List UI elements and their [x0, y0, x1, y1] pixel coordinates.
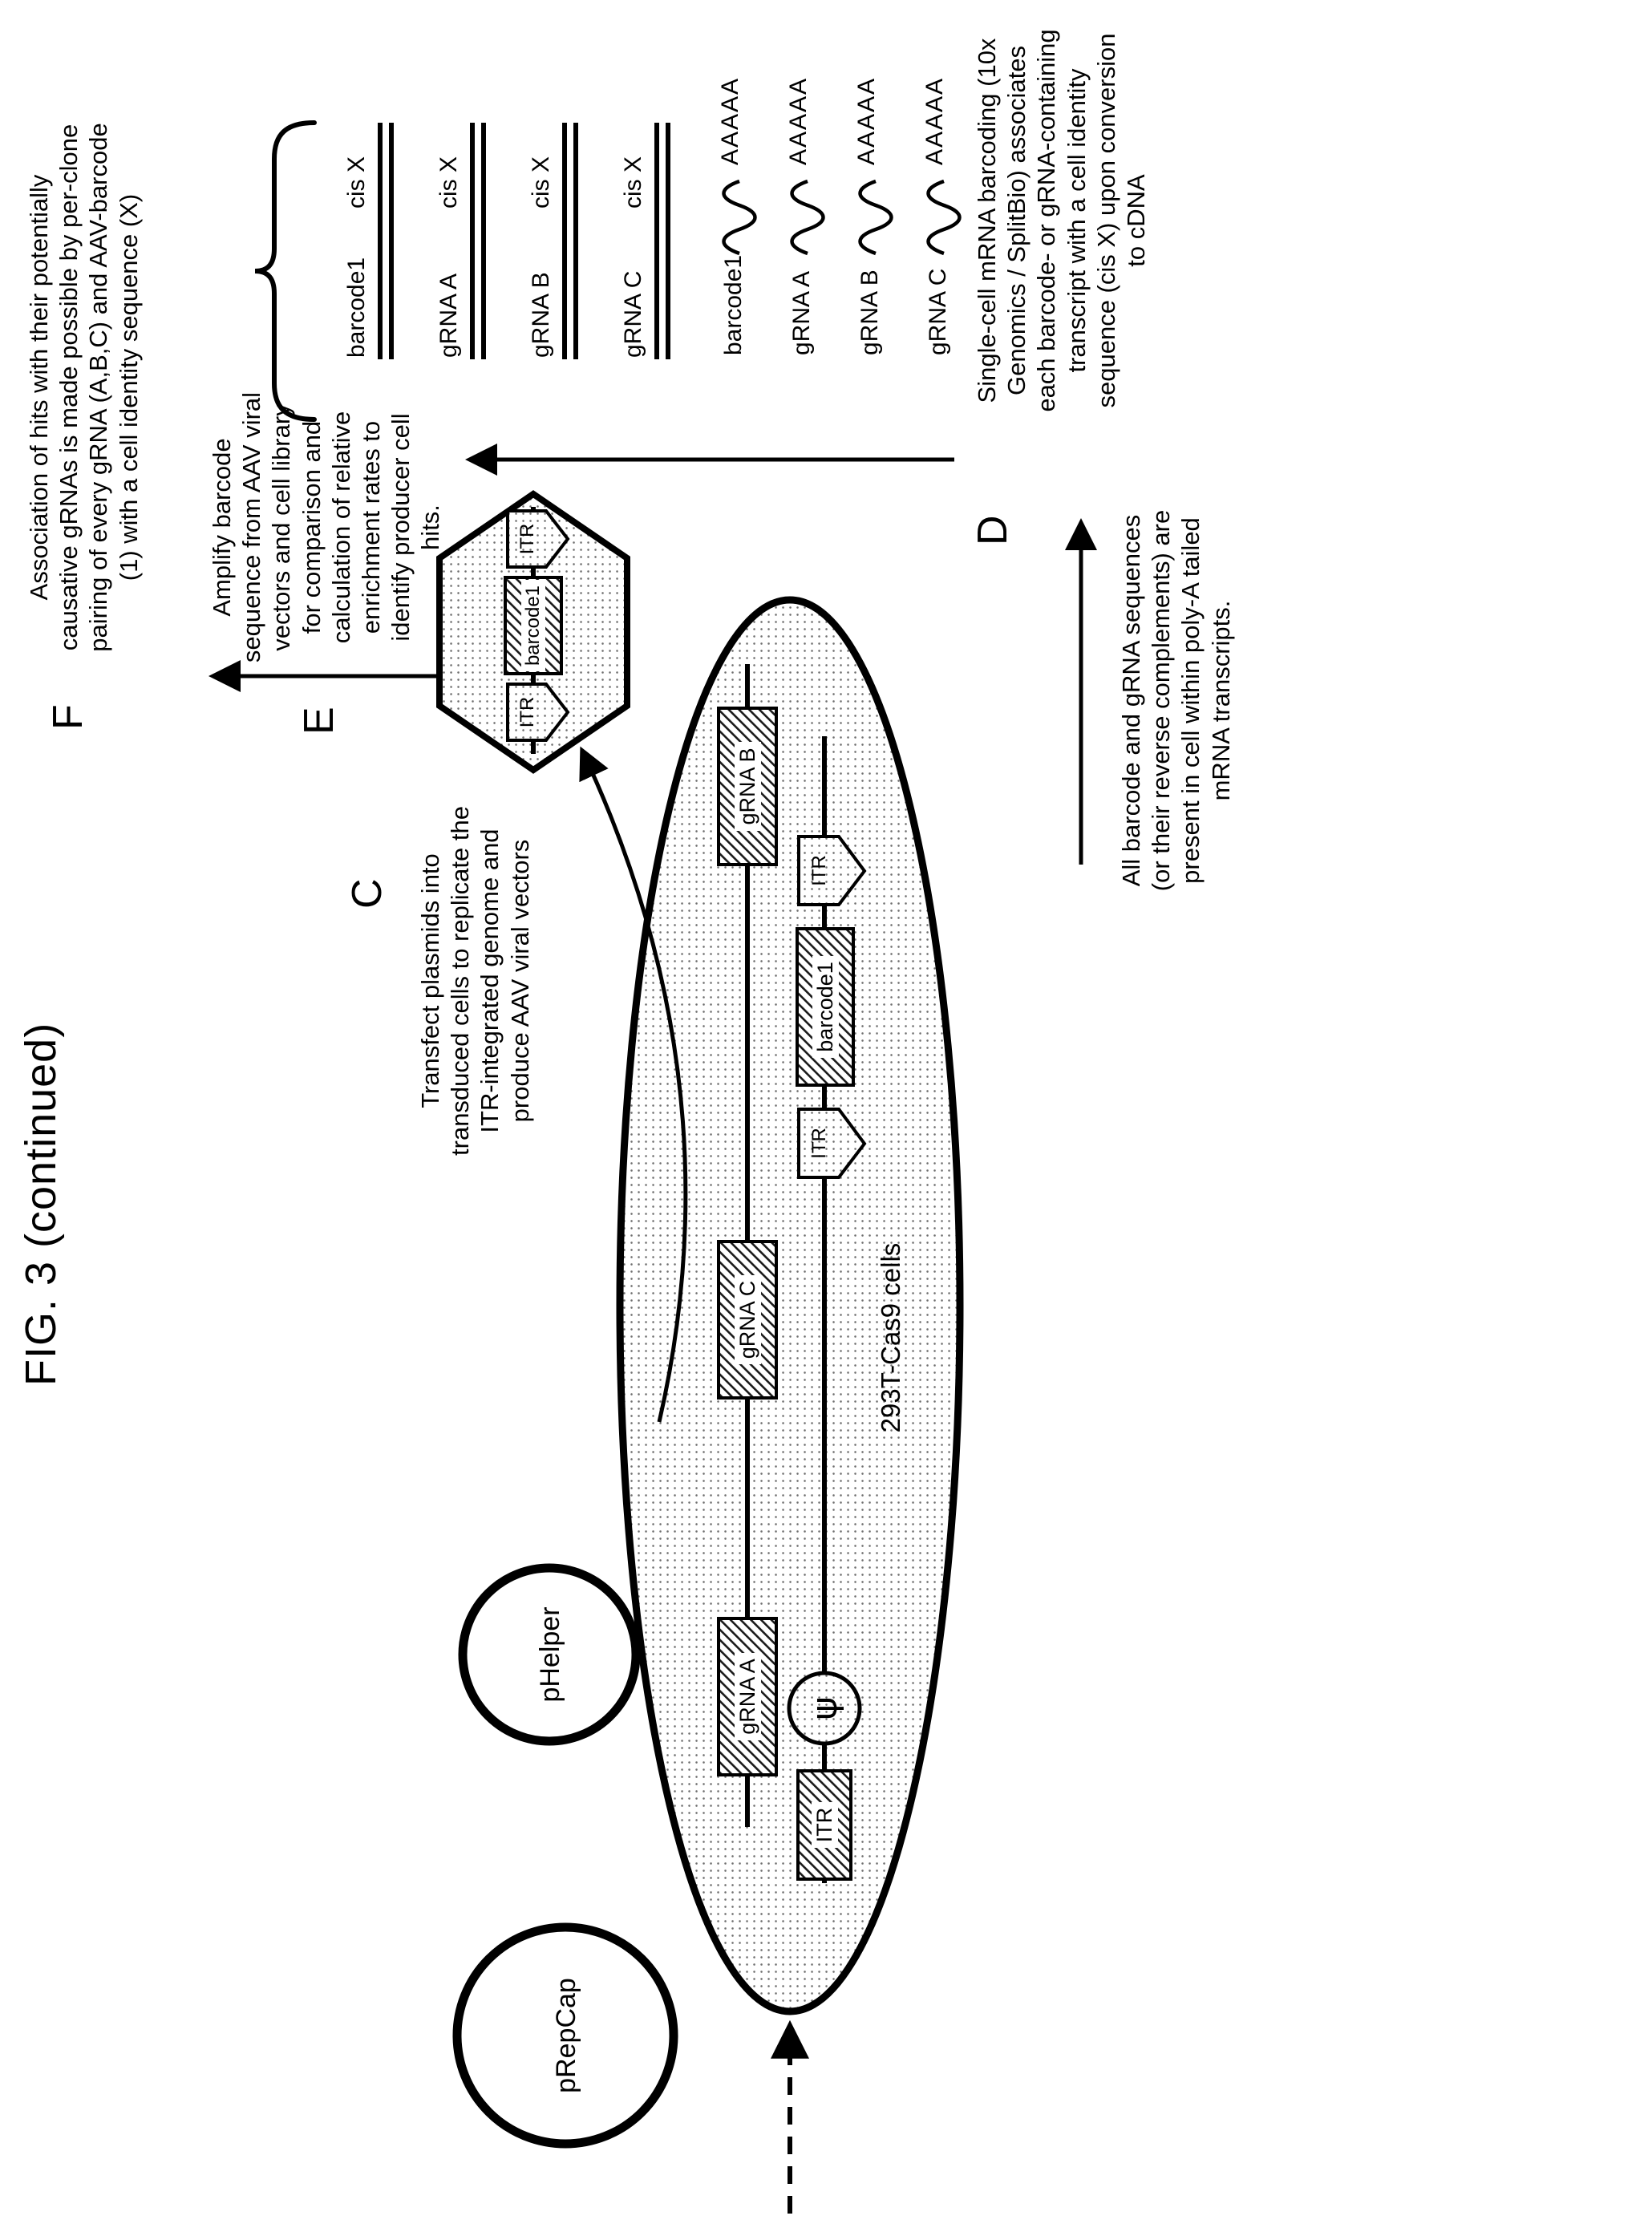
- aav-barcode-label: barcode1: [505, 577, 561, 674]
- grna-c-label: gRNA C: [719, 1242, 776, 1398]
- figure-label: FIG. 3 (continued): [17, 1022, 65, 1386]
- duplex-name: gRNA C: [620, 270, 646, 358]
- transcript-tail: AAAAA: [921, 76, 948, 165]
- transcript-name: barcode1: [720, 254, 747, 355]
- duplex-tag: cis X: [528, 156, 554, 209]
- transcripts-note-text: All barcode and gRNA sequences (or their…: [1117, 509, 1235, 892]
- duplex-lines: [378, 123, 670, 359]
- cell-itr-left-label: ITR: [808, 1128, 830, 1159]
- grna-b-label: gRNA B: [719, 708, 776, 865]
- plasmid-repcap-circle: [452, 1922, 678, 2149]
- cell-itr-box-label: ITR: [798, 1771, 851, 1879]
- step-e-letter: E: [296, 707, 342, 735]
- aav-itr-left-pentagon: [506, 683, 570, 742]
- cell-itr-pentagon-right: [797, 835, 867, 906]
- cell-barcode-label: barcode1: [797, 929, 853, 1085]
- aav-itr-right-pentagon: [506, 509, 570, 569]
- plasmid-phelper-circle: [458, 1563, 641, 1746]
- aav-itr-right-label: ITR: [516, 523, 538, 555]
- duplex-name: barcode1: [343, 257, 370, 358]
- association-brace: [254, 120, 317, 422]
- mrna-squiggles: [722, 179, 962, 256]
- transcript-name: gRNA B: [856, 269, 883, 355]
- grna-a-label: gRNA A: [719, 1618, 776, 1775]
- duplex-tag: cis X: [620, 156, 646, 209]
- cell-ellipse: [616, 596, 964, 2015]
- aav-itr-left-label: ITR: [516, 696, 538, 728]
- plasmid-repcap-label: pRepCap: [551, 1978, 581, 2093]
- duplex-tag: cis X: [435, 156, 462, 209]
- step-d-letter: D: [970, 515, 1016, 545]
- step-e-text: Amplify barcode sequence from AAV viral …: [208, 391, 445, 663]
- plasmid-phelper-label: pHelper: [535, 1606, 565, 1703]
- step-f-letter: F: [45, 704, 91, 730]
- psi-label: ψ: [804, 1696, 845, 1720]
- step-c-letter: C: [344, 878, 391, 909]
- duplex-name: gRNA A: [435, 273, 462, 358]
- step-d-text: Single-cell mRNA barcoding (10x Genomics…: [973, 29, 1150, 412]
- cell-to-aav-arrow: [579, 746, 688, 1423]
- cell-itr-pentagon-left: [797, 1108, 867, 1179]
- duplex-name: gRNA B: [528, 272, 554, 358]
- step-f-text: Association of hits with their potential…: [25, 123, 143, 652]
- duplex-tag: cis X: [343, 156, 370, 209]
- transcript-name: gRNA A: [788, 270, 815, 355]
- step-c-text: Transfect plasmids into transduced cells…: [416, 806, 534, 1156]
- transcript-tail: AAAAA: [717, 76, 743, 165]
- transcript-tail: AAAAA: [853, 76, 880, 165]
- transcript-tail: AAAAA: [785, 76, 812, 165]
- cell-label: 293T-Cas9 cells: [876, 1242, 905, 1433]
- transcript-name: gRNA C: [925, 268, 951, 355]
- cell-itr-right-label: ITR: [808, 855, 830, 886]
- psi-circle: [787, 1671, 862, 1746]
